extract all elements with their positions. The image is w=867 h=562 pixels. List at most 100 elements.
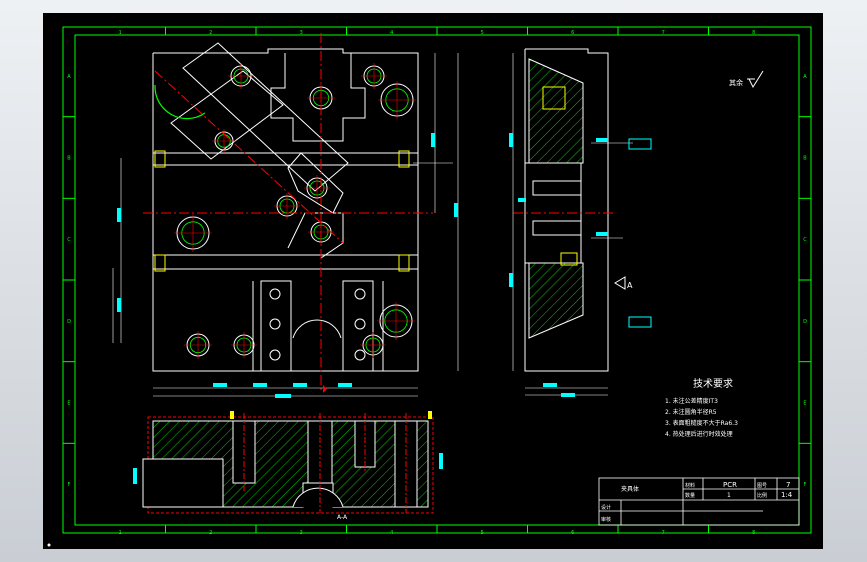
bolt-hole — [269, 288, 281, 300]
border-letter: F — [68, 482, 71, 488]
side-hatch-lower — [528, 262, 584, 339]
border-letter: C — [67, 237, 71, 243]
side-bolt-bot — [532, 220, 582, 236]
diagonal-slide — [182, 42, 349, 192]
scale-value: 1:4 — [781, 491, 793, 499]
border-number: 4 — [390, 530, 393, 536]
side-view[interactable]: A — [509, 48, 652, 397]
side-datum-box-top — [628, 138, 652, 150]
bolt-hole — [354, 318, 366, 330]
border-number: 6 — [571, 530, 574, 536]
material-value: PCR — [723, 481, 737, 489]
border-letter: B — [67, 156, 71, 162]
diagonal-slide-inner — [170, 70, 284, 160]
label-material: 材料 — [685, 482, 695, 489]
front-arrow — [323, 385, 327, 393]
section-label: A-A — [337, 514, 348, 521]
border-number: 7 — [662, 530, 665, 536]
border-number: 3 — [300, 530, 303, 536]
tech-requirement-item: 3. 表面粗糙度不大于Ra6.3 — [665, 419, 738, 427]
title-block[interactable] — [598, 477, 800, 526]
bracket-right — [342, 280, 374, 372]
bolt-hole — [269, 318, 281, 330]
workpiece-arc — [154, 84, 206, 120]
border-number: 2 — [209, 530, 212, 536]
tech-requirements-title: 技术要求 — [693, 377, 733, 390]
label-check: 审核 — [601, 516, 611, 523]
bolt-hole — [269, 349, 281, 361]
tech-requirement-item: 4. 热处理后进行时效处理 — [665, 430, 733, 438]
rail-cap-br — [398, 254, 410, 272]
sheet-value: 7 — [786, 481, 790, 489]
border-letter: F — [804, 482, 807, 488]
section-view[interactable]: A-A — [133, 411, 443, 521]
rail-cap-tr — [398, 150, 410, 168]
section-arc — [292, 487, 344, 508]
side-datum-box-bot — [628, 316, 652, 328]
border-letter: D — [803, 319, 807, 325]
border-number: 3 — [300, 30, 303, 36]
side-hatch-upper — [528, 58, 584, 164]
title-block-text: 夹具体 材料 PCR 图号 7 数量 1 1:4 比例 设计 审核 — [601, 481, 793, 523]
border-number: 5 — [481, 30, 484, 36]
t-block — [270, 53, 366, 142]
label-scale: 比例 — [757, 492, 767, 499]
label-design: 设计 — [601, 504, 611, 511]
section-dim-right — [439, 453, 443, 469]
side-bolt-top — [532, 180, 582, 196]
border-letter: B — [803, 156, 807, 162]
front-view-outline — [152, 48, 419, 372]
bolt-hole — [354, 288, 366, 300]
border-number: 8 — [752, 30, 755, 36]
bracket-left — [260, 280, 292, 372]
u-bracket — [252, 281, 384, 372]
center-line-diagonal — [154, 70, 344, 244]
part-name: 夹具体 — [621, 485, 639, 493]
rail-cap-tl — [154, 150, 166, 168]
datum-triangle — [614, 276, 626, 290]
bolt-hole — [354, 349, 366, 361]
front-holes — [174, 63, 416, 361]
front-dim-labels — [117, 133, 458, 398]
roughness-note: 其余 — [729, 78, 743, 87]
datum-label: A — [627, 281, 633, 290]
label-sheet: 图号 — [757, 483, 767, 489]
border-letter: E — [67, 401, 70, 407]
bracket-arc — [292, 319, 342, 339]
border-letter: A — [67, 74, 71, 80]
tech-requirements: 技术要求 1. 未注公差精度IT3 2. 未注圆角半径R5 3. 表面粗糙度不大于R… — [665, 377, 738, 438]
border-number: 1 — [119, 30, 122, 36]
section-dim-left — [133, 468, 137, 484]
tech-requirement-item: 2. 未注圆角半径R5 — [665, 408, 717, 416]
border-number: 4 — [390, 30, 393, 36]
side-view-outline — [524, 48, 609, 372]
tech-requirement-item: 1. 未注公差精度IT3 — [665, 397, 718, 405]
section-dim-top-1 — [230, 411, 234, 419]
side-insert-top — [542, 86, 566, 110]
side-insert-bot — [560, 252, 578, 266]
rail-cap-bl — [154, 254, 166, 272]
border-number: 2 — [209, 30, 212, 36]
border-letter: D — [67, 319, 71, 325]
border-letter: A — [803, 74, 807, 80]
front-dimensions — [112, 53, 459, 397]
border-number: 5 — [481, 530, 484, 536]
origin-marker — [47, 543, 51, 547]
border-letter: E — [803, 401, 806, 407]
quantity-value: 1 — [727, 492, 731, 499]
roughness-symbol: 其余 — [729, 70, 764, 89]
front-view[interactable] — [112, 33, 459, 398]
border-number: 6 — [571, 30, 574, 36]
section-left-step — [142, 458, 224, 508]
v-block — [287, 152, 344, 214]
border-letter: C — [803, 237, 807, 243]
section-outline — [147, 416, 434, 514]
border-number: 7 — [662, 30, 665, 36]
label-quantity: 数量 — [685, 492, 695, 499]
border-number: 8 — [752, 530, 755, 536]
side-dim-labels — [509, 133, 608, 397]
border-number: 1 — [119, 530, 122, 536]
